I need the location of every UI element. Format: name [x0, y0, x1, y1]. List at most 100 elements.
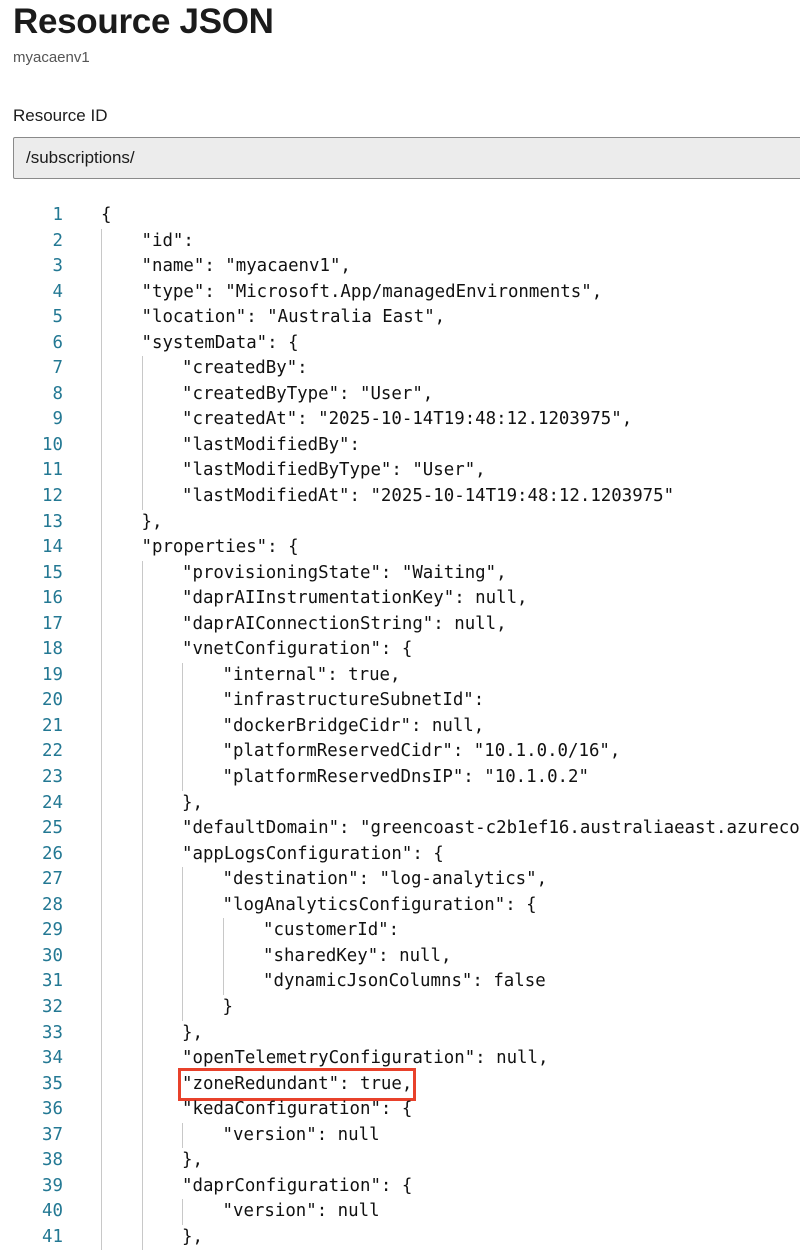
code-text: "destination": "log-analytics", — [222, 869, 548, 890]
code-line: 39"daprConfiguration": { — [0, 1173, 800, 1200]
indent-guide — [101, 943, 102, 970]
indent-guide — [101, 305, 102, 331]
indent-guide — [141, 713, 143, 740]
indent-guide — [182, 688, 183, 714]
indent-guide — [101, 918, 102, 944]
line-number: 2 — [52, 230, 63, 251]
page-title: Resource JSON — [13, 2, 274, 41]
code-line: 18"vnetConfiguration": { — [0, 637, 800, 663]
code-text: "version": null — [222, 1201, 380, 1222]
indent-guide — [141, 739, 143, 766]
code-line: 37"version": null — [0, 1122, 800, 1149]
code-line: 17"daprAIConnectionString": null, — [0, 611, 800, 638]
resource-id-field[interactable] — [13, 137, 800, 179]
line-number: 20 — [42, 690, 63, 711]
code-line: 40"version": null — [0, 1199, 800, 1225]
indent-guide — [101, 560, 102, 587]
json-code-viewer[interactable]: 1{2"id":3"name": "myacaenv1",4"type": "M… — [0, 203, 800, 1250]
code-text: "createdByType": "User", — [182, 383, 434, 404]
code-line: 7 "createdBy": — [0, 356, 800, 382]
indent-guide — [101, 586, 102, 612]
indent-guide — [101, 739, 102, 766]
indent-guide — [101, 662, 102, 689]
indent-guide — [141, 1224, 143, 1250]
line-number: 19 — [42, 664, 63, 685]
line-number: 26 — [42, 843, 63, 864]
code-text: "platformReservedDnsIP": "10.1.0.2" — [222, 767, 589, 788]
code-text: "createdBy": — [182, 358, 308, 379]
indent-guide — [101, 713, 102, 740]
code-line: 16"daprAIInstrumentationKey": null, — [0, 586, 800, 612]
code-line: 10"lastModifiedBy": — [0, 432, 800, 459]
indent-guide — [101, 1020, 102, 1047]
code-line: 24}, — [0, 790, 800, 817]
code-text: "name": "myacaenv1", — [141, 256, 351, 277]
indent-guide — [101, 330, 102, 357]
line-number: 41 — [42, 1226, 63, 1247]
indent-guide — [101, 509, 102, 536]
indent-guide — [101, 637, 102, 663]
indent-guide — [101, 407, 102, 433]
code-text: "logAnalyticsConfiguration": { — [222, 894, 537, 915]
indent-guide — [141, 662, 143, 689]
indent-guide — [141, 1148, 143, 1174]
code-text: "location": "Australia East", — [141, 307, 446, 328]
line-number: 13 — [42, 511, 63, 532]
indent-guide — [182, 713, 183, 740]
indent-guide — [141, 969, 143, 995]
indent-guide — [101, 1199, 102, 1225]
code-line: 11"lastModifiedByType": "User", — [0, 458, 800, 485]
line-number: 6 — [52, 332, 63, 353]
code-line: 2 "id": — [0, 228, 800, 255]
indent-guide — [222, 943, 224, 970]
indent-guide — [101, 1224, 102, 1250]
indent-guide — [141, 484, 143, 510]
code-line: 31"dynamicJsonColumns": false — [0, 969, 800, 995]
indent-guide — [182, 918, 183, 944]
line-number: 7 — [52, 358, 63, 379]
code-line: 27"destination": "log-analytics", — [0, 867, 800, 893]
indent-guide — [101, 1148, 102, 1174]
line-number: 5 — [52, 307, 63, 328]
indent-guide — [101, 1046, 102, 1072]
line-number: 33 — [42, 1022, 63, 1043]
indent-guide — [182, 892, 183, 919]
indent-guide — [141, 458, 143, 485]
indent-guide — [141, 1122, 143, 1149]
code-text: "type": "Microsoft.App/managedEnvironmen… — [141, 281, 603, 302]
resource-name-subtitle: myacaenv1 — [13, 49, 90, 66]
indent-guide — [141, 560, 143, 587]
indent-guide — [101, 611, 102, 638]
indent-guide — [141, 611, 143, 638]
indent-guide — [182, 1122, 183, 1149]
code-text: "id": — [141, 230, 194, 251]
code-text: { — [101, 205, 112, 225]
code-text: "version": null — [222, 1124, 380, 1145]
code-text: }, — [141, 511, 163, 532]
code-line: 33}, — [0, 1020, 800, 1047]
line-number: 38 — [42, 1150, 63, 1171]
code-text: "provisioningState": "Waiting", — [182, 562, 507, 583]
code-line: 30"sharedKey": null, — [0, 943, 800, 970]
indent-guide — [141, 765, 143, 791]
code-text: "openTelemetryConfiguration": null, — [182, 1048, 549, 1069]
indent-guide — [101, 1173, 102, 1200]
line-number: 9 — [52, 409, 63, 430]
code-line: 14"properties": { — [0, 535, 800, 561]
indent-guide — [101, 432, 102, 459]
code-line: 41}, — [0, 1224, 800, 1250]
indent-guide — [101, 535, 102, 561]
indent-guide — [141, 1173, 143, 1200]
code-line: 5 "location": "Australia East", — [0, 305, 800, 331]
line-number: 15 — [42, 562, 63, 583]
indent-guide — [101, 484, 102, 510]
code-text: "infrastructureSubnetId": — [222, 690, 485, 711]
code-text: "lastModifiedBy": — [182, 434, 360, 455]
code-text: "appLogsConfiguration": { — [182, 843, 444, 864]
code-text: "customerId": — [263, 920, 400, 941]
code-text: } — [222, 996, 233, 1017]
code-line: 23"platformReservedDnsIP": "10.1.0.2" — [0, 765, 800, 791]
line-number: 22 — [42, 741, 63, 762]
indent-guide — [101, 892, 102, 919]
code-text: }, — [182, 1150, 203, 1171]
